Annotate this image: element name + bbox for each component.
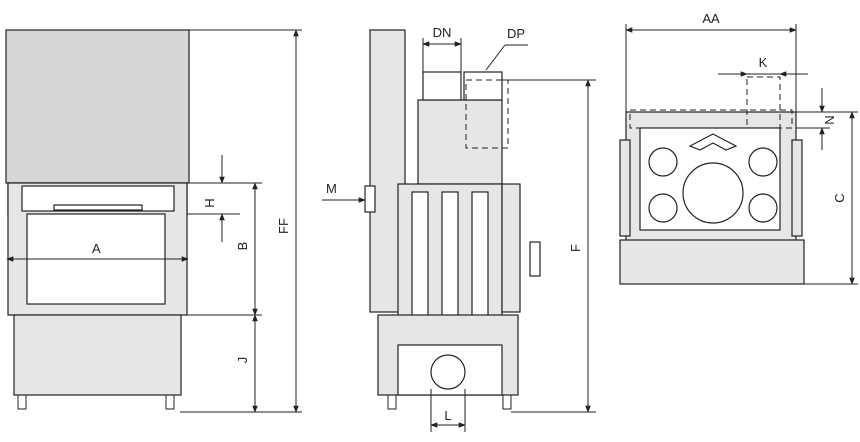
top-left-rail — [619, 139, 631, 237]
dim-ff-label: FF — [276, 218, 291, 234]
side-knob — [529, 241, 541, 277]
top-front-base — [619, 239, 805, 285]
top-vent-br — [748, 193, 778, 223]
front-view: A H B J FF — [5, 29, 302, 413]
side-flue-dashed — [465, 79, 509, 149]
dim-dp-leader — [485, 44, 506, 71]
dim-n-label: N — [822, 115, 837, 124]
side-panel-3 — [471, 191, 489, 337]
side-collar-dp — [463, 71, 503, 101]
top-view: AA K N C — [619, 11, 858, 285]
dim-c-label: C — [832, 193, 847, 202]
dim-f-label: F — [568, 244, 583, 252]
front-leg-left — [17, 394, 27, 410]
side-flue-box — [417, 99, 503, 185]
dim-m-label: M — [326, 181, 337, 196]
top-vent-tr — [748, 147, 778, 177]
side-leg-left — [387, 394, 397, 410]
dim-b-label: B — [235, 242, 250, 251]
dim-h-label: H — [202, 198, 217, 207]
front-leg-right — [165, 394, 175, 410]
dim-k-label: K — [759, 55, 768, 70]
side-right-block — [501, 183, 521, 313]
side-collar-dn — [422, 71, 462, 101]
top-flue-circle — [682, 162, 744, 224]
top-rear-dashed — [629, 109, 793, 129]
dim-l-label: L — [444, 408, 451, 423]
side-leg-right — [502, 394, 512, 410]
dim-dp-label: DP — [507, 26, 525, 41]
side-view: DN DP M F L — [322, 25, 596, 432]
top-vent-bl — [648, 193, 678, 223]
top-right-rail — [791, 139, 803, 237]
side-panel-1 — [411, 191, 429, 337]
dim-j-label: J — [235, 357, 250, 364]
top-vent-tl — [648, 147, 678, 177]
top-flue-dashed — [746, 76, 781, 129]
side-door-lip — [364, 185, 376, 213]
side-panel-2 — [441, 191, 459, 337]
side-air-inlet — [430, 354, 466, 390]
dim-a-label: A — [92, 241, 101, 256]
front-door-handle — [53, 204, 143, 211]
dim-aa-label: AA — [702, 11, 720, 26]
dim-dn-label: DN — [433, 25, 452, 40]
front-base — [13, 314, 182, 396]
top-baffle-chevron — [688, 133, 738, 151]
front-hood — [5, 29, 190, 184]
